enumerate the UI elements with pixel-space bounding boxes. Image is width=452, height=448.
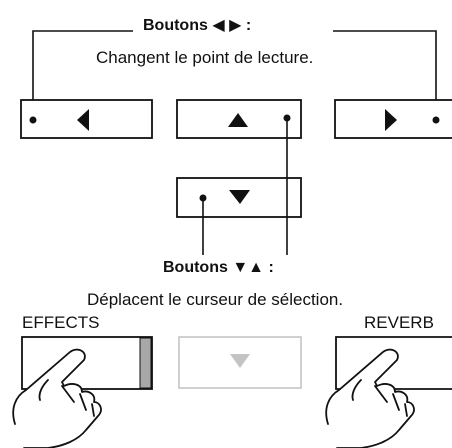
hand-pointer-icon <box>325 348 415 448</box>
triangle-up-icon <box>228 113 248 127</box>
top-callout-bracket-right <box>333 30 437 120</box>
top-callout-description: Changent le point de lecture. <box>96 48 314 67</box>
effects-led-indicator <box>139 337 152 389</box>
left-button-marker-dot <box>29 116 37 124</box>
left-button[interactable] <box>20 99 153 139</box>
up-button[interactable] <box>176 99 302 139</box>
triangle-left-icon <box>77 109 89 131</box>
bottom-callout-description: Déplacent le curseur de sélection. <box>87 290 344 309</box>
top-callout-title: Boutons ◀ ▶ : <box>143 17 252 34</box>
top-callout-bracket-left <box>32 30 133 120</box>
triangle-down-icon <box>230 354 250 368</box>
triangle-down-icon <box>229 190 250 204</box>
effects-button-label: EFFECTS <box>22 313 100 332</box>
down-button[interactable] <box>176 177 302 218</box>
reverb-button-label: REVERB <box>364 313 434 332</box>
hand-pointer-icon <box>12 348 102 448</box>
triangle-right-icon <box>385 109 397 131</box>
right-button-marker-dot <box>432 116 440 124</box>
bottom-callout-title: Boutons ▼▲ : <box>163 259 274 276</box>
disabled-down-button <box>178 336 302 389</box>
right-button[interactable] <box>334 99 452 139</box>
